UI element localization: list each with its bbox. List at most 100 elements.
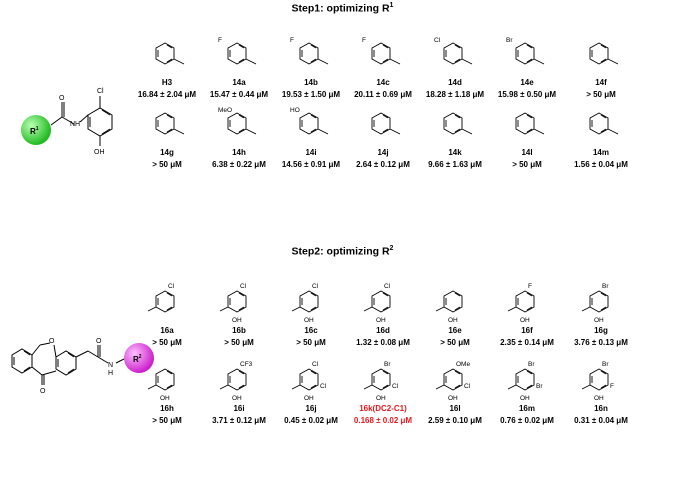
compound-name: 16i [233, 404, 245, 413]
compound-cell: 14m 1.56 ± 0.04 μM [566, 100, 636, 172]
structure-drawing: MeO [218, 107, 257, 135]
substituent-label: OH [304, 395, 314, 402]
compound-name: 16k(DC2-C1) [359, 404, 407, 413]
substituent-label: Br [528, 361, 535, 368]
compound-name: 14h [232, 148, 246, 157]
structure-drawing: OH [147, 368, 175, 402]
compound-ic50: 1.32 ± 0.08 μM [356, 338, 410, 347]
substituent-label: MeO [218, 107, 232, 114]
substituent-label: Cl [464, 383, 471, 390]
structure-drawing: OH [435, 290, 463, 324]
substituent-label: OH [304, 317, 314, 324]
step2-core-structure: O O O N H R2 [0, 305, 175, 405]
compound-ic50: 16.84 ± 2.04 μM [137, 90, 197, 99]
structure-drawing [155, 42, 185, 65]
substituent-label: OH [594, 317, 604, 324]
substituent-label: HO [290, 107, 300, 114]
compound-name: 14d [448, 78, 462, 87]
compound-name: 14k [448, 148, 462, 157]
structure-drawing: Cl [434, 37, 473, 65]
substituent-label: CF3 [240, 361, 253, 368]
step2-h-label: H [108, 370, 113, 377]
step1-title-sup: 1 [389, 2, 394, 9]
step1-carbonyl-o: O [59, 95, 65, 102]
substituent-label: OH [448, 395, 458, 402]
substituent-label: OMe [456, 361, 470, 368]
substituent-label: OH [376, 395, 386, 402]
step2-ether-o: O [49, 338, 55, 345]
substituent-label: OH [376, 317, 386, 324]
substituent-label: F [362, 37, 366, 44]
compound-name: H3 [161, 78, 173, 87]
step1-oh-label: OH [94, 149, 105, 156]
structure-drawing: FOH [507, 283, 535, 324]
step2-n-label: N [108, 362, 113, 369]
compound-ic50: 3.76 ± 0.13 μM [574, 338, 628, 347]
structure-drawing [515, 112, 545, 135]
substituent-label: Cl [434, 37, 441, 44]
compound-ic50: 19.53 ± 1.50 μM [281, 90, 341, 99]
substituent-label: Br [602, 283, 609, 290]
structure-drawing: Cl [147, 283, 175, 313]
compound-name: 16g [594, 326, 608, 335]
compound-name: 14e [520, 78, 534, 87]
compound-ic50: 14.56 ± 0.91 μM [281, 160, 341, 169]
substituent-label: Cl [168, 283, 175, 290]
structure-drawing: HO [290, 107, 329, 135]
substituent-label: OH [520, 395, 530, 402]
step1-title: Step1: optimizing R1 [0, 2, 685, 15]
compound-ic50: 2.59 ± 0.10 μM [428, 416, 482, 425]
compound-ic50: 20.11 ± 0.69 μM [354, 90, 412, 99]
compound-ic50: 2.64 ± 0.12 μM [356, 160, 410, 169]
compound-name: 16m [518, 404, 535, 413]
compound-name: 14a [232, 78, 246, 87]
compound-name: 14i [305, 148, 317, 157]
compound-ic50: > 50 μM [152, 338, 182, 347]
step1-cl-label: Cl [97, 88, 104, 95]
compound-name: 14m [592, 148, 609, 157]
step2-title-text: Step2: optimizing R [291, 245, 390, 258]
substituent-label: OH [594, 395, 604, 402]
compound-ic50: 0.76 ± 0.02 μM [500, 416, 554, 425]
compound-ic50: 1.56 ± 0.04 μM [574, 160, 628, 169]
structure-drawing [155, 112, 185, 135]
structure-drawing [589, 112, 619, 135]
substituent-label: Cl [384, 283, 391, 290]
substituent-label: F [528, 283, 532, 290]
r1-label: R1 [30, 126, 39, 136]
compound-name: 14f [595, 78, 607, 87]
compound-name: 16n [594, 404, 608, 413]
structure-drawing: Br [506, 37, 545, 65]
compound-ic50: 9.66 ± 1.63 μM [428, 160, 482, 169]
compound-ic50: > 50 μM [586, 90, 616, 99]
compound-name: 14g [160, 148, 174, 157]
compound-cell: 14l> 50 μM [492, 100, 562, 172]
compound-name: 16e [448, 326, 462, 335]
r2-ball [124, 343, 154, 373]
step1-title-text: Step1: optimizing R [291, 2, 390, 15]
compound-ic50: 15.47 ± 0.44 μM [209, 90, 269, 99]
compound-ic50: 3.71 ± 0.12 μM [212, 416, 266, 425]
step2-ketone-o: O [40, 388, 46, 395]
compound-name: 16b [232, 326, 246, 335]
structure-drawing [589, 42, 619, 65]
step1-nh-label: NH [70, 121, 80, 128]
